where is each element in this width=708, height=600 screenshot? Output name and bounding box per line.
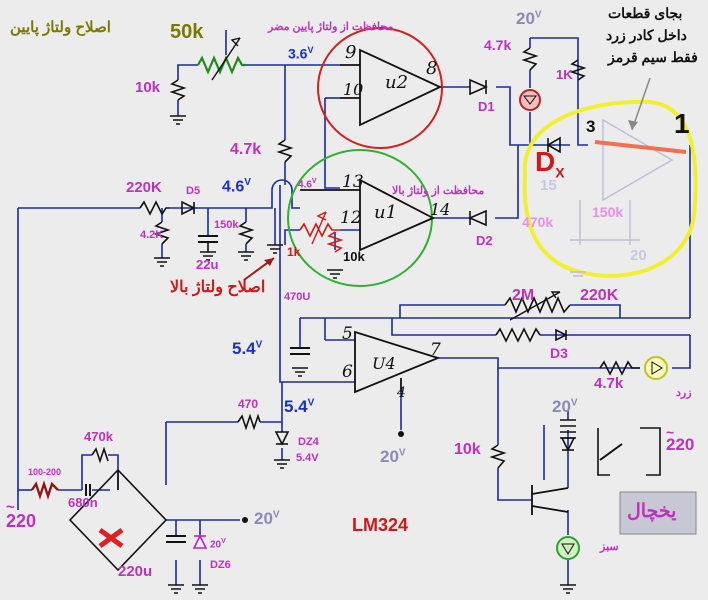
u2-pin8: 8 (426, 58, 438, 79)
note-arrow (631, 77, 651, 131)
r-4k7-top-label: 4.7k (484, 37, 512, 53)
led-green-label: سبز (600, 541, 619, 553)
ghost-150k: 150k (592, 204, 624, 220)
u1-pin14: 14 (430, 200, 451, 219)
d3-label: D3 (550, 345, 568, 361)
ghost-470k: 470k (522, 214, 554, 230)
chip-label: LM324 (352, 515, 409, 535)
v-4-6-b: 4.6V (298, 178, 317, 191)
replace-yellow-region (522, 99, 698, 278)
pot-arrows (211, 37, 561, 321)
pot-50k-label: 50k (170, 21, 204, 43)
c-22u-label: 22u (196, 257, 219, 272)
d1-label: D1 (478, 99, 495, 114)
c-470u-label: 470U (284, 291, 311, 303)
dz4-voltage: 5.4V (296, 452, 319, 464)
r-1k-top-label: 1K (556, 67, 573, 82)
ghost-pin-1: 1 (674, 108, 690, 139)
transistor (531, 485, 569, 515)
r-1k-adj-label: 1k (287, 245, 301, 259)
relay (560, 419, 661, 476)
u4-name: U4 (372, 354, 396, 373)
out-20v-dot (242, 517, 248, 523)
u4-pin6: 6 (342, 362, 353, 382)
u1-pin13: 13 (342, 172, 364, 192)
u1-name: u1 (374, 202, 398, 223)
r-4k7-mid-label: 4.7k (230, 141, 262, 158)
opamp-u4 (354, 330, 441, 394)
u2-pin9: 9 (345, 42, 357, 63)
zener-20v-label: 20V (210, 538, 226, 551)
r-220k-fb-label: 220K (580, 287, 619, 304)
ghost-15: 15 (540, 177, 557, 194)
replace-note-1: بجای قطعات (608, 5, 683, 21)
c-220u-label: 220u (118, 563, 153, 580)
wires (17, 30, 691, 585)
r-10k-top-label: 10k (135, 79, 161, 96)
v-5-4-a: 5.4V (232, 339, 263, 358)
low-adjust-title: اصلاح ولتاژ پایین (10, 19, 111, 36)
ground-symbols (154, 115, 586, 594)
bridge-rectifier (68, 468, 168, 572)
r-4k2-label: 4.2K (140, 229, 164, 241)
v-5-4-b: 5.4V (284, 397, 315, 416)
u2-pin10: 10 (343, 80, 364, 99)
r-10k-base-label: 10k (454, 441, 481, 458)
r-470k-label: 470k (84, 429, 113, 444)
u4-pin5: 5 (342, 324, 353, 344)
u1-pin12: 12 (340, 208, 362, 228)
r-220k-in-label: 220K (126, 179, 162, 196)
led-yellow (644, 356, 668, 380)
v20-bottom: 20V (254, 509, 280, 528)
u2-name: u2 (385, 72, 409, 93)
v-4-6: 4.6V (222, 177, 251, 196)
led-red (519, 89, 541, 111)
bridge-red-mark-2 (98, 527, 124, 549)
ghost-opamp (570, 118, 674, 245)
u2-highlight-circle (317, 27, 443, 149)
r-150k-label: 150k (214, 219, 239, 231)
opamp-u2 (340, 48, 443, 127)
ghost-20: 20 (630, 247, 647, 264)
gnd-dot-u4 (398, 431, 404, 437)
resistors (31, 47, 640, 500)
r-4k7-led-label: 4.7k (594, 375, 624, 392)
ghost-pin-3: 3 (586, 117, 596, 136)
high-adjust-title: اصلاح ولتاژ بالا (170, 279, 266, 296)
dx-label: DX (535, 146, 565, 181)
u1-caption: محافظت از ولتاژ بالا (392, 185, 485, 197)
dz4-label: DZ4 (298, 436, 319, 448)
supply-220-right: ~220 (666, 424, 695, 454)
r-2m-label: 2M (512, 287, 535, 304)
c-680n-label: 680n (68, 495, 98, 510)
replace-note-2: داخل کادر زرد (606, 27, 687, 43)
r-470-label: 470 (238, 397, 259, 411)
red-wire (594, 140, 687, 154)
u2-caption: محافظت از ولتاژ پایین مضر (268, 21, 394, 33)
v20-mid: 20V (380, 447, 406, 466)
led-yellow-label: زرد (676, 387, 692, 399)
d2-label: D2 (476, 233, 493, 248)
r-10k-adj-label: 10k (343, 249, 365, 264)
fridge-box (619, 491, 697, 535)
u4-pin4: 4 (397, 385, 406, 401)
u4-pin7: 7 (430, 340, 441, 360)
v20-relay: 20V (552, 397, 578, 416)
dz6-label: DZ6 (210, 559, 231, 571)
v20-top: 20V (516, 9, 542, 28)
high-adjust-arrow (243, 257, 275, 281)
supply-220-left: ~220 (6, 499, 37, 531)
diodes (181, 78, 576, 549)
opamp-u1 (300, 178, 436, 252)
capacitors (85, 235, 310, 543)
led-green (556, 536, 580, 560)
v-3-6: 3.6V (288, 45, 314, 62)
r-100-200-label: 100-200 (28, 467, 62, 477)
d5-label: D5 (186, 185, 201, 197)
fridge-label: یخچال (627, 501, 677, 522)
replace-note-3: فقط سیم قرمز (608, 49, 698, 65)
